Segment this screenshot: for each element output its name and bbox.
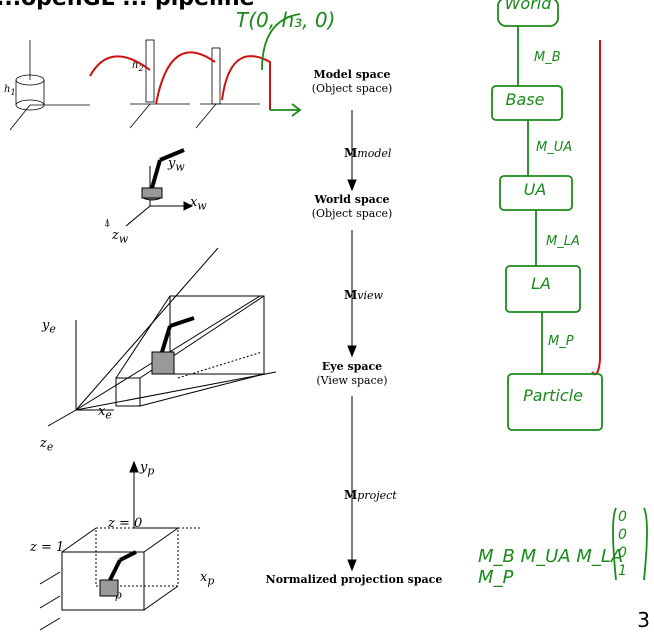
matrix-project: Mproject <box>344 488 397 502</box>
stage-npc-label: Normalized projection space <box>265 573 443 586</box>
stage-world-label: World space <box>314 193 390 206</box>
matrix-view: Mview <box>344 288 383 302</box>
edge-label-mua: M_UA <box>536 140 573 155</box>
slide-title: ...openGL ... pipeline <box>0 0 255 11</box>
axis-label-ze: ze <box>40 436 54 454</box>
box-label-particle: Particle <box>523 386 583 405</box>
box-label-ua: UA <box>523 180 547 199</box>
eye-space-frustum <box>47 247 277 427</box>
npc-cube <box>39 460 200 631</box>
handwritten-translation: T(0, h₃, 0) <box>236 8 336 32</box>
stage-model-sub: (Object space) <box>311 82 393 95</box>
npc-robot <box>99 550 137 597</box>
box-label-la: LA <box>531 274 551 293</box>
axis-label-xp: xp <box>200 570 215 588</box>
stage-model-space: Model space (Object space) <box>292 68 412 96</box>
green-hierarchy-diagram <box>261 0 648 581</box>
handwritten-product: M_B M_UA M_LA M_P <box>478 546 624 588</box>
pipeline-arrows <box>347 110 357 572</box>
viewer-icon-world: ⍋ <box>104 216 111 229</box>
stage-eye-space: Eye space (View space) <box>292 360 412 388</box>
axis-label-xw: xw <box>190 195 207 213</box>
box-label-world: World <box>504 0 552 13</box>
axis-label-zw: zw <box>112 228 129 246</box>
axis-label-yw: yw <box>168 156 185 174</box>
stage-npc-space: Normalized projection space <box>264 573 444 587</box>
stage-world-sub: (Object space) <box>311 207 393 220</box>
edge-label-mb: M_B <box>534 50 561 65</box>
edge-label-mp: M_P <box>548 334 574 349</box>
edge-label-mla: M_LA <box>546 234 580 249</box>
page-number: 3 <box>637 608 650 632</box>
world-space-robot <box>125 148 194 227</box>
label-h1: h1 <box>4 84 16 97</box>
axis-label-ye: ye <box>42 318 56 336</box>
axis-label-xe: xe <box>98 404 112 422</box>
stage-world-space: World space (Object space) <box>292 193 412 221</box>
stage-eye-label: Eye space <box>321 360 383 373</box>
stage-eye-sub: (View space) <box>316 374 388 387</box>
label-h2: h2 <box>132 60 144 73</box>
axis-label-yp: yp <box>140 460 155 478</box>
red-annotation-arrows <box>89 40 601 376</box>
eye-space-robot <box>151 316 195 375</box>
plane-label-z1: z = 1 <box>30 540 65 555</box>
stage-model-label: Model space <box>313 68 391 81</box>
box-label-base: Base <box>505 90 545 109</box>
model-space-figures <box>9 39 260 131</box>
matrix-model: Mmodel <box>344 146 392 160</box>
